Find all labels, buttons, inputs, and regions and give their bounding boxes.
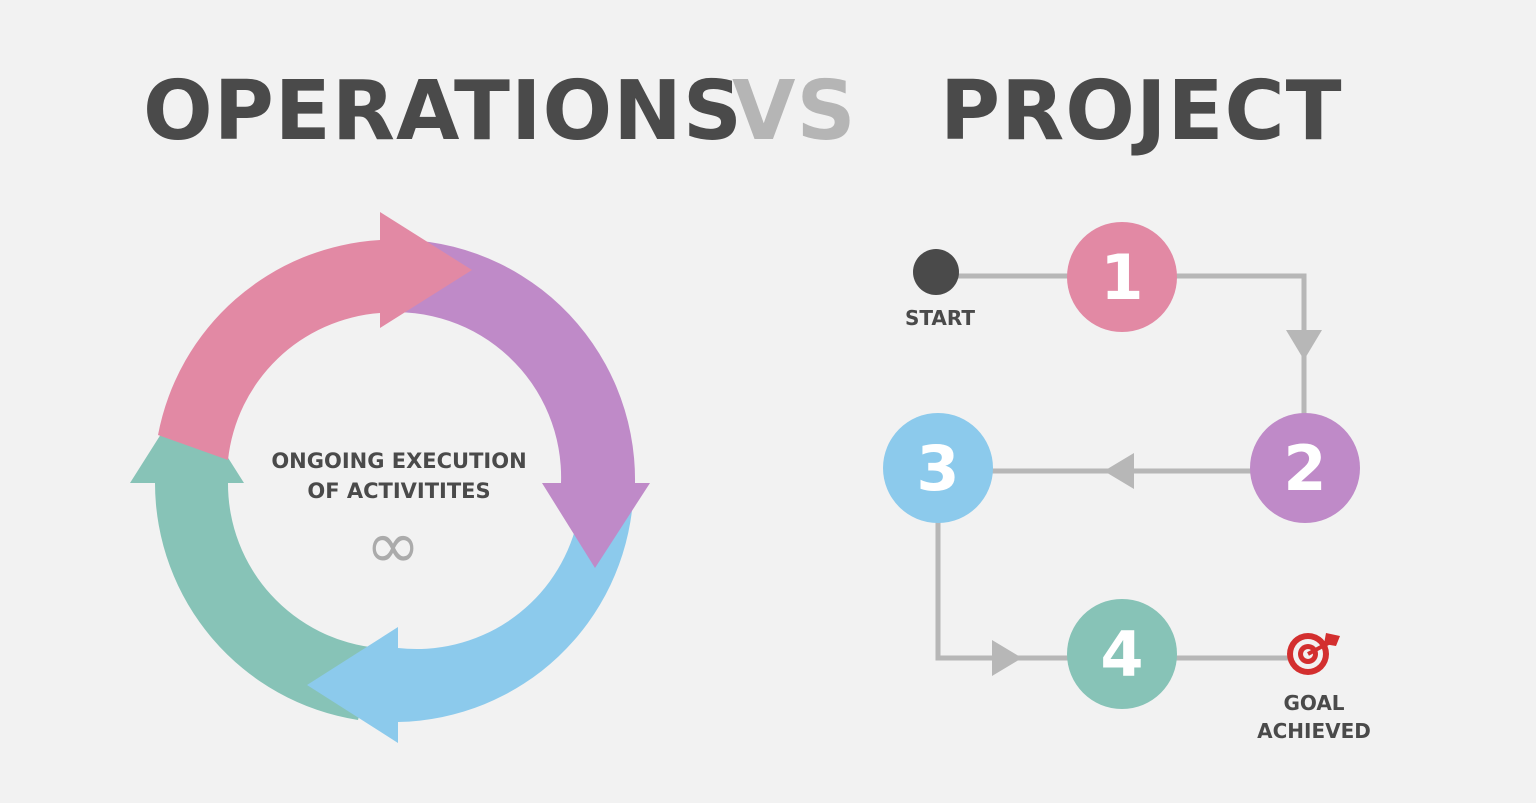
arrowhead-left: [1104, 453, 1134, 489]
arrowhead-right: [992, 640, 1022, 676]
goal-label-line2: ACHIEVED: [1257, 719, 1371, 743]
cycle-arrow-purple: [380, 239, 650, 568]
project-title: PROJECT: [940, 64, 1343, 159]
step-3: 3: [883, 413, 993, 523]
step-2: 2: [1250, 413, 1360, 523]
cycle-arrow-green: [130, 393, 378, 720]
infinity-icon: ∞: [366, 507, 421, 584]
project-flow: START 1 2 3 4 GOAL ACHIEVED: [883, 222, 1371, 743]
step-1-number: 1: [1100, 241, 1143, 314]
step-2-number: 2: [1283, 432, 1326, 505]
operations-title: OPERATIONS: [143, 64, 743, 159]
step-4-number: 4: [1100, 618, 1143, 691]
goal-label-line1: GOAL: [1283, 691, 1344, 715]
operations-caption-line2: OF ACTIVITITES: [307, 479, 490, 503]
step-4: 4: [1067, 599, 1177, 709]
start-label: START: [905, 306, 975, 330]
target-icon: [1287, 633, 1340, 675]
operations-caption-line1: ONGOING EXECUTION: [271, 449, 526, 473]
start-dot: [913, 249, 959, 295]
step-3-number: 3: [916, 432, 959, 505]
operations-cycle: ONGOING EXECUTION OF ACTIVITITES ∞: [130, 212, 650, 743]
vs-label: VS: [732, 64, 857, 159]
cycle-arrow-blue: [307, 500, 633, 743]
step-1: 1: [1067, 222, 1177, 332]
cycle-arrow-pink: [158, 212, 472, 460]
arrowhead-down: [1286, 330, 1322, 360]
